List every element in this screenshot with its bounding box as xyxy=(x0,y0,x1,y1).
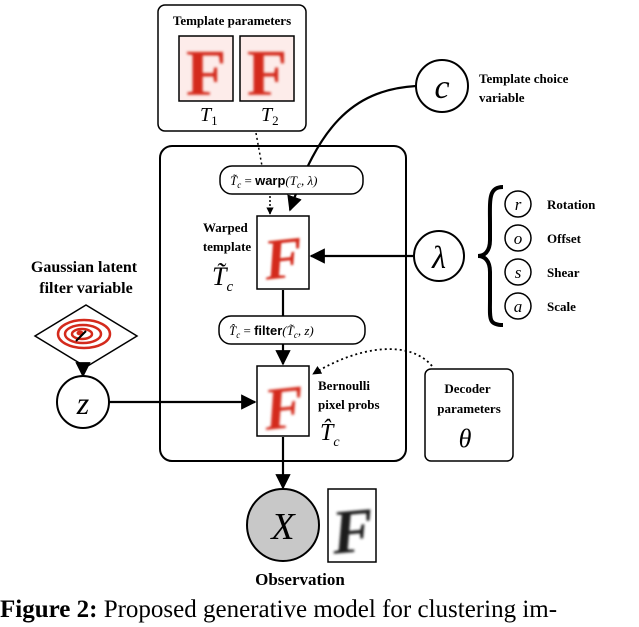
warp-equation-box: T̃c = warp(Tc, λ) xyxy=(219,165,364,195)
filter-equation-box: T̂c = filter(T̃c, z) xyxy=(218,315,366,345)
gaussian-label: Gaussian latent filter variable xyxy=(31,259,141,297)
z-node: z xyxy=(56,375,110,429)
rotation-symbol: r xyxy=(515,195,522,214)
warp-equation: T̃c = warp(Tc, λ) xyxy=(230,173,317,190)
template-parameters-title: Template parameters xyxy=(173,13,291,28)
decoder-theta: θ xyxy=(459,424,472,453)
bernoulli-label: Bernoulli pixel probs xyxy=(318,378,380,412)
rotation-label: Rotation xyxy=(547,197,596,212)
gaussian-filter-icon xyxy=(33,304,139,368)
observation-symbol: X xyxy=(269,506,296,548)
caption-label: Figure 2: xyxy=(0,596,98,623)
decoder-dotted-arrow xyxy=(312,348,433,375)
template-choice-symbol: c xyxy=(434,69,449,106)
shear-label: Shear xyxy=(547,265,580,280)
warped-template-label: Warped template xyxy=(203,220,252,254)
z-symbol: z xyxy=(76,385,90,421)
template-t1-image: F xyxy=(178,35,234,110)
shear-symbol: s xyxy=(515,263,522,282)
offset-label: Offset xyxy=(547,231,582,246)
transform-params-list: r Rotation o Offset s Shear a Scale xyxy=(504,190,596,320)
warped-template-image: F xyxy=(256,215,310,293)
offset-symbol: o xyxy=(514,229,523,248)
bernoulli-symbol: T̂c xyxy=(320,419,340,450)
offset-param: o Offset xyxy=(504,224,582,252)
bernoulli-image: F xyxy=(256,365,310,443)
lambda-node: λ xyxy=(413,230,465,282)
observation-label: Observation xyxy=(255,570,345,589)
scale-symbol: a xyxy=(514,297,523,316)
template-t1-letter: F xyxy=(186,37,226,110)
bernoulli-letter: F xyxy=(259,373,307,443)
template-params-dotted-link xyxy=(255,132,263,167)
warped-template-letter: F xyxy=(260,224,306,293)
observation-letter: F xyxy=(328,496,376,567)
scale-param: a Scale xyxy=(504,292,576,320)
lambda-symbol: λ xyxy=(431,239,446,275)
rotation-param: r Rotation xyxy=(504,190,596,218)
template-t2-letter: F xyxy=(247,37,287,110)
scale-label: Scale xyxy=(547,299,576,314)
template-t2-image: F xyxy=(239,35,295,110)
template-choice-node: c xyxy=(415,59,469,113)
decoder-label: Decoder parameters xyxy=(437,381,501,416)
decoder-parameters-box: Decoder parameters θ xyxy=(424,368,514,462)
filter-equation: T̂c = filter(T̃c, z) xyxy=(229,323,314,340)
observation-image: F xyxy=(327,488,377,568)
template-parameters-box: Template parameters F F T1 T2 xyxy=(157,4,307,132)
caption-text: Proposed generative model for clustering… xyxy=(97,596,558,623)
transform-params-brace xyxy=(477,185,504,327)
observation-node: X xyxy=(246,488,320,562)
t1-label: T1 xyxy=(200,104,218,128)
warped-template-symbol: T̃c xyxy=(212,262,233,295)
figure-caption: Figure 2: Proposed generative model for … xyxy=(0,596,639,624)
t2-label: T2 xyxy=(261,104,279,128)
template-choice-label: Template choice variable xyxy=(479,71,572,105)
shear-param: s Shear xyxy=(504,258,580,286)
